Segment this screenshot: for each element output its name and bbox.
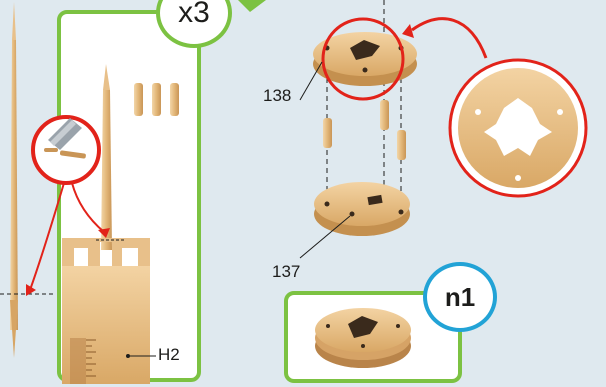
part-number-138: 138 [263,86,292,105]
disc-138 [313,32,417,86]
zoom-arrowhead [402,24,414,38]
disc-137 [314,182,410,236]
disc-138-detail [448,58,588,198]
long-stick-left [10,2,18,358]
assembled-disc [315,308,411,368]
leader-137 [299,215,351,259]
leader-138 [299,61,323,101]
variant-badge: n1 [423,262,497,332]
banner-corner [238,0,266,12]
long-stick-panel [101,64,112,250]
arrowhead-panel [98,228,110,238]
ruler-label-h2: H2 [158,345,180,364]
zoom-arrow [411,17,488,59]
ruler-h2 [62,238,156,384]
alignment-lines [326,0,402,212]
callout-arrows [29,182,105,291]
pegs [323,100,406,160]
arrowhead-left [26,284,36,296]
disc-138-highlight [321,17,405,101]
short-sticks [134,83,179,116]
cutter-callout [31,115,101,185]
part-number-137: 137 [272,262,301,281]
